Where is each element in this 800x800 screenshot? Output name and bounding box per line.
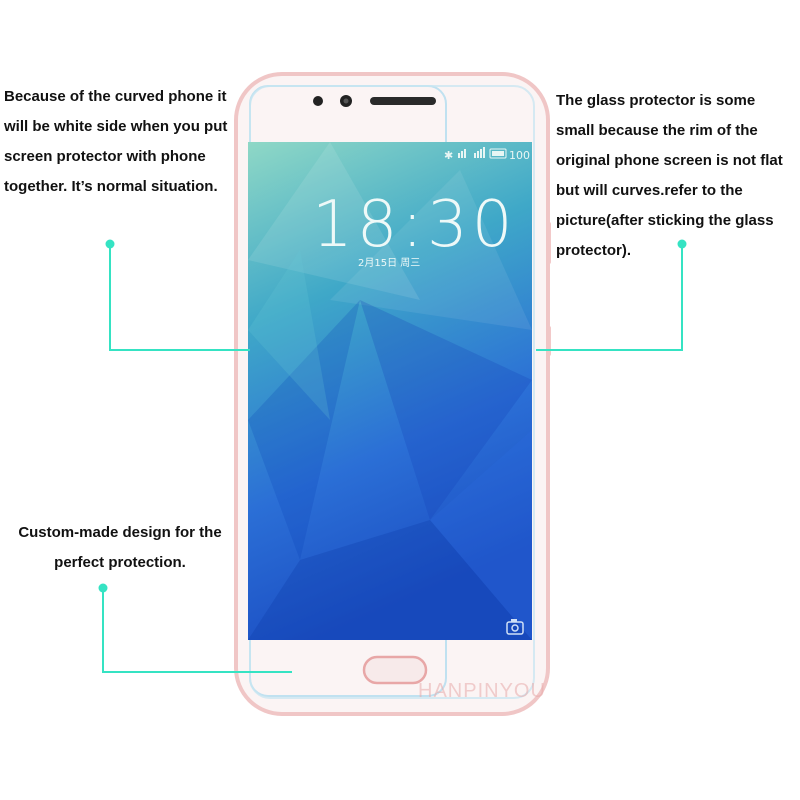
lock-clock: 18:30 [312,188,516,262]
screen-wallpaper [248,142,532,640]
lock-date: 2月15日 周三 [358,257,420,269]
leader-dot-left [105,239,115,249]
leader-line-left [109,244,250,351]
camera-icon [506,619,524,635]
sensor-dot [313,96,323,106]
callout-protector-size: The glass protector is some small becaus… [556,92,783,259]
earpiece-speaker [370,97,436,105]
battery-level: 100 [509,149,530,162]
leader-dot-bottom [98,583,108,593]
leader-dot-right [677,239,687,249]
callout-custom-design: Custom-made design for the perfect prote… [18,524,222,571]
leader-lines [102,244,683,673]
leader-line-bottom [102,588,292,673]
bluetooth-icon: ✱ [444,149,453,162]
callout-curved-edge: Because of the curved phone it will be w… [4,88,228,195]
battery-icon [489,148,507,159]
home-button [362,655,428,685]
signal-icon [458,147,485,158]
leader-line-right [536,244,683,351]
phone-screen [248,142,532,640]
watermark: HANPINYOU [418,680,546,702]
